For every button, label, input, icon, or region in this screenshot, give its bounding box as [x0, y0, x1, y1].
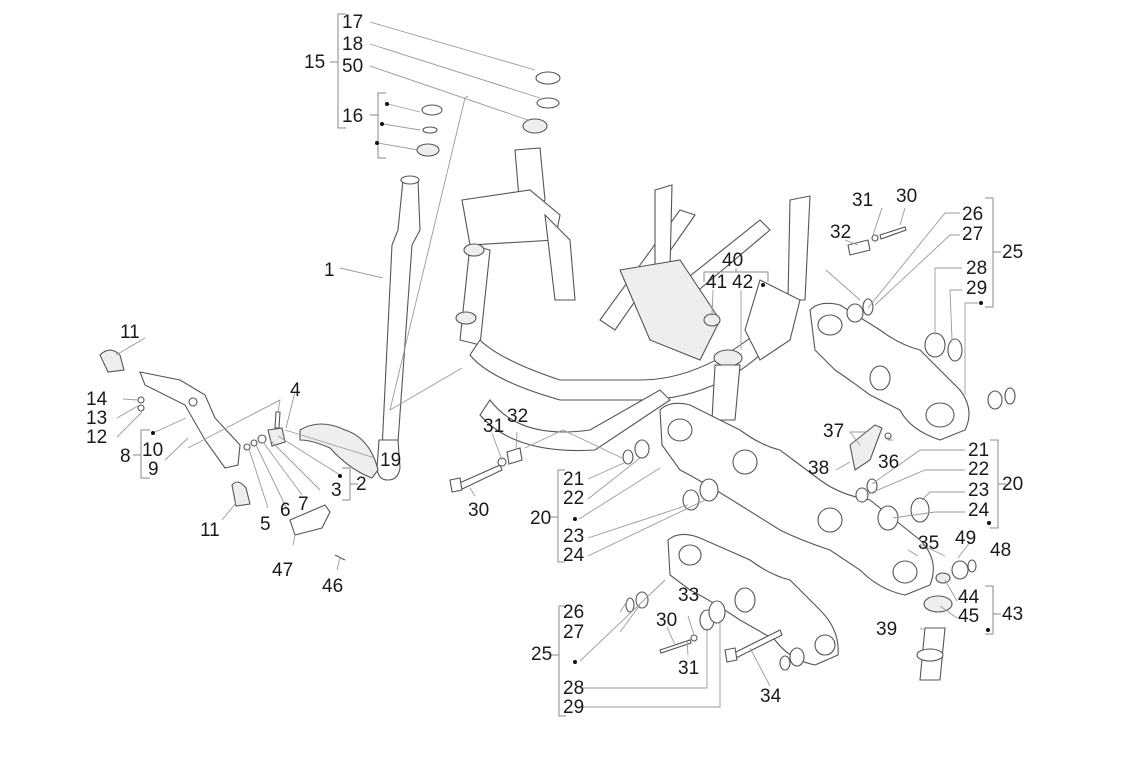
label-38: 38 — [808, 458, 829, 479]
label-45: 45 — [958, 606, 979, 627]
label-31-bottom: 31 — [678, 658, 699, 679]
label-32-right: 32 — [830, 222, 851, 243]
label-22-right: 22 — [968, 459, 989, 480]
label-30-left: 30 — [468, 500, 489, 521]
bolt-and-spacer-left — [449, 447, 523, 493]
steering-column — [299, 175, 421, 481]
label-21-right: 21 — [968, 440, 989, 461]
label-39: 39 — [876, 619, 897, 640]
label-36: 36 — [878, 452, 899, 473]
fork-tube — [916, 595, 953, 681]
label-18: 18 — [342, 34, 363, 55]
label-26-bottom: 26 — [563, 602, 584, 623]
label-46: 46 — [322, 576, 343, 597]
label-28-right: 28 — [966, 258, 987, 279]
group-brackets — [133, 13, 1006, 717]
label-19: 19 — [380, 450, 401, 471]
label-35: 35 — [918, 533, 939, 554]
label-34: 34 — [760, 686, 782, 707]
group-dots — [151, 102, 991, 664]
side-stand — [99, 349, 251, 507]
label-28-bottom: 28 — [563, 678, 584, 699]
swing-arm-upper — [809, 302, 970, 441]
label-15: 15 — [304, 52, 325, 73]
label-47: 47 — [272, 560, 293, 581]
label-6: 6 — [280, 500, 291, 521]
label-24-left: 24 — [563, 545, 585, 566]
label-21-left: 21 — [563, 469, 584, 490]
label-14: 14 — [86, 389, 108, 410]
label-23-right: 23 — [968, 480, 989, 501]
bearings-and-circlips — [622, 298, 1016, 671]
label-20-left: 20 — [530, 508, 551, 529]
label-13: 13 — [86, 408, 107, 429]
label-24-right: 24 — [968, 500, 990, 521]
label-2: 2 — [356, 474, 367, 495]
label-8: 8 — [120, 446, 131, 467]
label-25-bottom: 25 — [531, 644, 552, 665]
main-frame — [455, 147, 811, 452]
label-31-left: 31 — [483, 416, 504, 437]
label-49: 49 — [955, 528, 976, 549]
label-11-top: 11 — [120, 322, 140, 343]
label-37: 37 — [823, 421, 844, 442]
label-27-bottom: 27 — [563, 622, 584, 643]
label-9: 9 — [148, 459, 159, 480]
label-40: 40 — [722, 250, 743, 271]
label-16: 16 — [342, 106, 363, 127]
steering-bearing-set — [416, 71, 561, 157]
label-12: 12 — [86, 427, 107, 448]
part-labels: 17 18 50 15 16 1 11 14 13 12 10 8 9 11 4… — [86, 12, 1023, 718]
label-42: 42 — [732, 272, 753, 293]
label-4: 4 — [290, 380, 301, 401]
stand-pivot-hardware — [243, 411, 286, 451]
label-44: 44 — [958, 587, 980, 608]
label-25-right: 25 — [1002, 242, 1023, 263]
label-29-right: 29 — [966, 278, 987, 299]
label-23-left: 23 — [563, 526, 584, 547]
label-29-bottom: 29 — [563, 697, 584, 718]
label-32-left: 32 — [507, 406, 528, 427]
swing-arm-lower — [667, 533, 839, 666]
label-22-left: 22 — [563, 488, 584, 509]
label-41: 41 — [706, 272, 727, 293]
label-20-right: 20 — [1002, 474, 1023, 495]
label-31-right: 31 — [852, 190, 873, 211]
label-33: 33 — [678, 585, 699, 606]
stand-bracket — [289, 504, 346, 561]
label-5: 5 — [260, 514, 271, 535]
label-26-right: 26 — [962, 204, 983, 225]
label-1: 1 — [324, 260, 335, 281]
label-10: 10 — [142, 440, 163, 461]
swing-arm-middle — [659, 402, 934, 596]
label-43: 43 — [1002, 604, 1023, 625]
label-3: 3 — [331, 480, 342, 501]
label-11-bottom: 11 — [200, 520, 220, 541]
label-17: 17 — [342, 12, 363, 33]
label-48: 48 — [990, 540, 1011, 561]
leader-lines — [115, 21, 978, 708]
label-30-right: 30 — [896, 186, 917, 207]
label-7: 7 — [298, 494, 309, 515]
label-27-right: 27 — [962, 224, 983, 245]
label-30-bottom: 30 — [656, 610, 677, 631]
label-50: 50 — [342, 56, 363, 77]
